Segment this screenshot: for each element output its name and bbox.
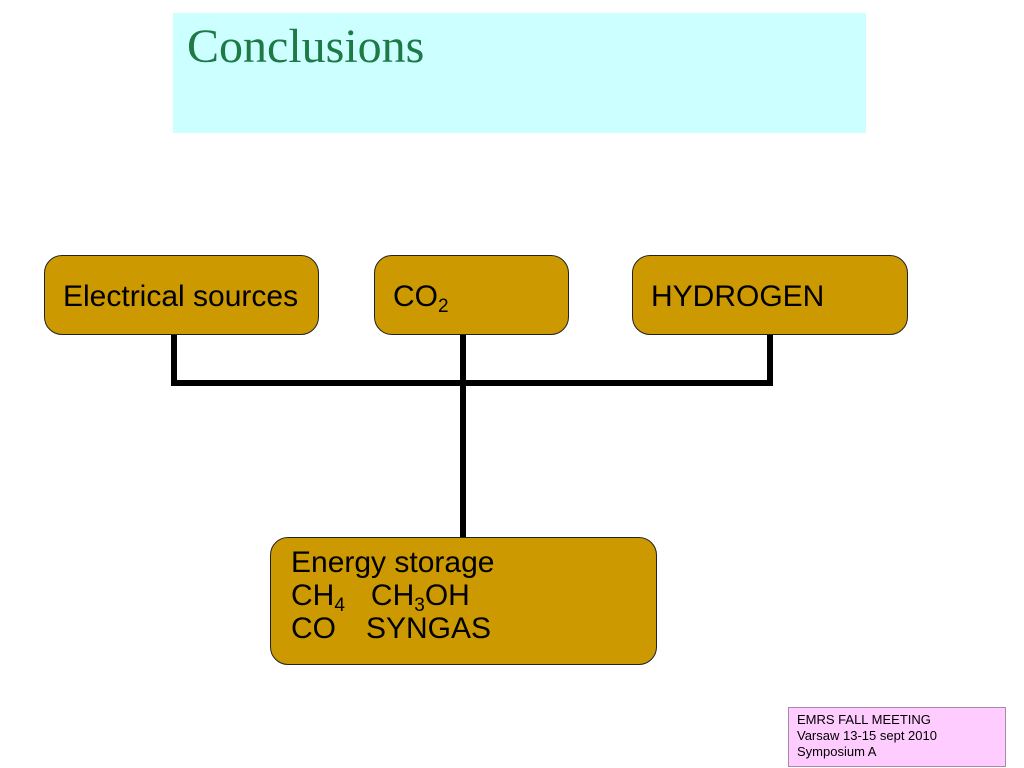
co-label: CO <box>291 612 336 645</box>
meeting-footer-note: EMRS FALL MEETING Varsaw 13-15 sept 2010… <box>788 707 1006 767</box>
co2-formula-main: CO <box>393 280 438 313</box>
footer-line-dates: Varsaw 13-15 sept 2010 <box>797 728 937 743</box>
energy-storage-row-co-syngas: CO SYNGAS <box>291 612 494 645</box>
ch4-main: CH <box>291 579 335 612</box>
footer-line-meeting: EMRS FALL MEETING <box>797 712 931 727</box>
ch3oh-main: CH <box>370 579 415 612</box>
hydrogen-label: HYDROGEN <box>651 280 825 313</box>
electrical-sources-label: Electrical sources <box>63 280 299 313</box>
footer-line-symposium: Symposium A <box>797 744 877 759</box>
co2-formula-subscript: 2 <box>438 296 449 317</box>
hydrogen-box: HYDROGEN <box>632 255 908 335</box>
syngas-label: SYNGAS <box>366 612 492 645</box>
title-band: Conclusions <box>173 13 866 133</box>
ch3oh-suffix: OH <box>424 579 470 612</box>
electrical-sources-box: Electrical sources <box>44 255 319 335</box>
co2-label: CO2 <box>393 280 449 316</box>
ch3oh-subscript: 3 <box>414 595 425 616</box>
co2-box: CO2 <box>374 255 569 335</box>
energy-storage-heading: Energy storage <box>291 546 495 579</box>
ch4-subscript: 4 <box>334 595 345 616</box>
slide-title: Conclusions <box>187 20 425 73</box>
